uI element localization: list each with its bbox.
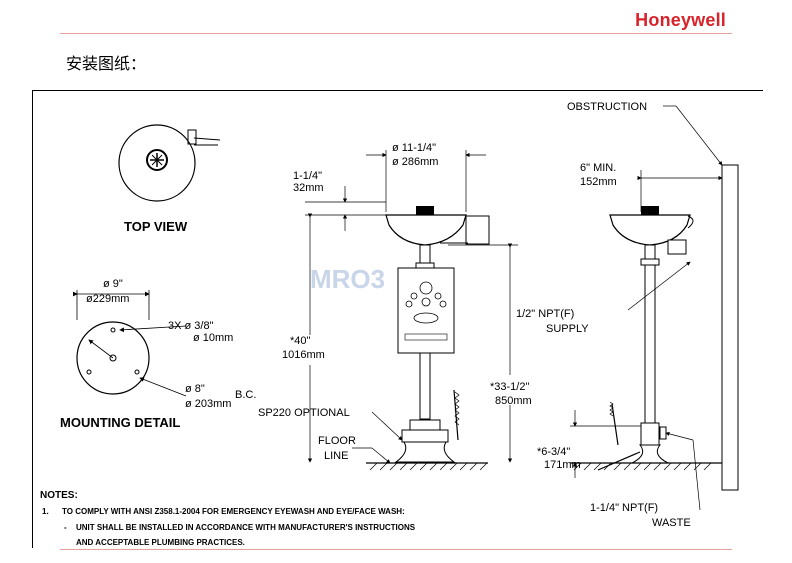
front-view: ø 11-1/4" ø 286mm 1-1/4" 32mm *40" 1016m… [258,142,532,471]
total-height-mm: 1016mm [282,349,325,361]
optional-label: SP220 OPTIONAL [258,407,350,419]
honeywell-logo: Honeywell [635,10,726,30]
side-view: OBSTRUCTION 6" MIN. 152mm [516,101,739,529]
supply-label: SUPPLY [546,323,589,335]
top-view-title: TOP VIEW [124,219,188,234]
rim-height-floor-mm: 850mm [495,395,532,407]
mount-dia-mm: ø229mm [86,293,129,305]
mount-bc-mm: ø 203mm [185,398,231,410]
rim-height-mm: 32mm [293,182,324,194]
bowl-dia: ø 11-1/4" [392,142,436,154]
supply-size: 1/2" NPT(F) [516,308,574,320]
note-1-number: 1. [42,507,49,516]
mount-holes: 3X ø 3/8" [168,320,214,332]
rim-height-floor: *33-1/2" [490,381,529,393]
drawing-frame [32,90,763,548]
obstruction-label: OBSTRUCTION [567,101,647,113]
waste-size: 1-1/4" NPT(F) [590,502,658,514]
notes-title: NOTES: [40,490,78,501]
mounting-detail-title: MOUNTING DETAIL [60,415,180,430]
footer-divider [60,549,732,550]
note-1a: UNIT SHALL BE INSTALLED IN ACCORDANCE WI… [76,523,416,532]
section-title: 安装图纸： [66,54,147,73]
min-distance-mm: 152mm [580,176,617,188]
floor-label-2: LINE [324,450,348,462]
floor-label: FLOOR [318,435,356,447]
mount-holes-mm: ø 10mm [193,332,233,344]
watermark: MRO3 [310,264,385,294]
min-distance: 6" MIN. [580,162,616,174]
rim-height: 1-1/4" [293,170,322,182]
total-height: *40" [290,335,311,347]
note-1b: AND ACCEPTABLE PLUMBING PRACTICES. [76,538,245,547]
note-1: TO COMPLY WITH ANSI Z358.1-2004 FOR EMER… [62,507,405,516]
note-1a-dash: - [64,523,67,532]
waste-height: *6-3/4" [537,446,570,458]
mounting-detail: ø 9" ø229mm 3X ø 3/8" ø 10mm ø 8" B.C. ø… [60,278,256,430]
mount-dia: ø 9" [103,278,123,290]
bowl-dia-mm: ø 286mm [392,156,438,168]
waste-height-mm: 171mm [544,459,581,471]
header-divider [60,33,732,34]
notes: NOTES: 1. TO COMPLY WITH ANSI Z358.1-200… [40,490,416,547]
mount-bc: ø 8" [185,383,205,395]
mount-bc-label: B.C. [235,389,256,401]
waste-label: WASTE [652,517,691,529]
top-view: TOP VIEW [118,124,221,234]
